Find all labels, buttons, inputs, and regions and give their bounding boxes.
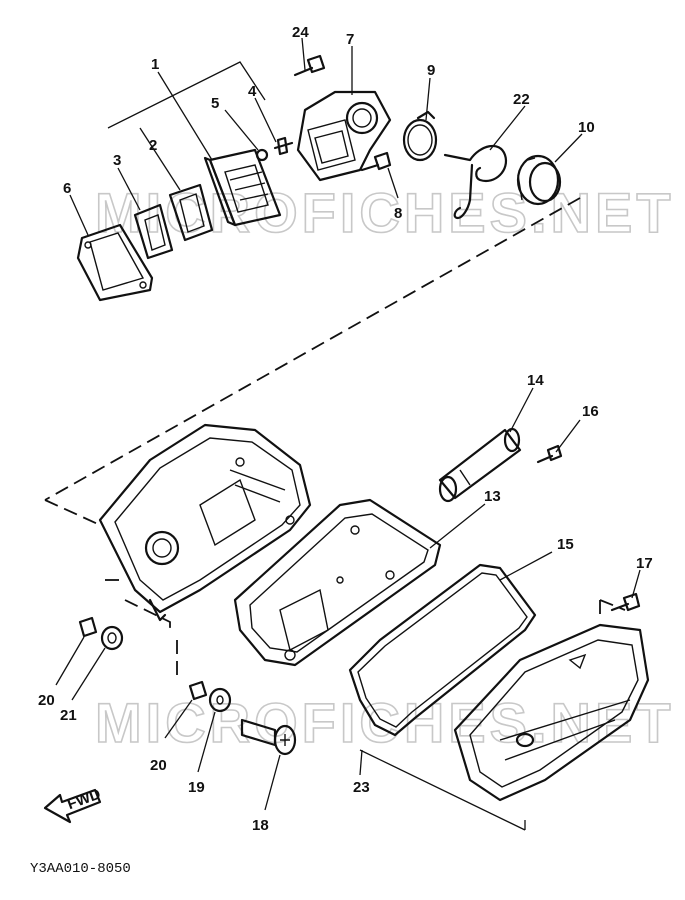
callout-20-lower: 20 [150,757,167,774]
diagram-code: Y3AA010-8050 [30,861,131,877]
part-14-intake-pipe [438,427,522,503]
part-10-joint-ring [516,154,562,206]
leader-lines [55,37,641,831]
callout-21: 21 [60,707,77,724]
part-19-washer [208,687,232,713]
part-1-reed-valve-assembly [203,148,282,227]
callout-5: 5 [211,95,219,112]
callout-24: 24 [292,24,309,41]
part-13-air-filter-element [233,498,442,667]
part-20-grommet-lower [188,680,208,701]
air-cleaner-case [98,423,312,622]
part-20-grommet-left [78,616,98,638]
callout-13: 13 [484,488,501,505]
part-6-gasket [76,223,154,302]
callout-18: 18 [252,817,269,834]
callout-8: 8 [394,205,402,222]
part-24-bolt [293,54,326,77]
callout-2: 2 [149,137,157,154]
part-15-sealing-band [348,563,537,737]
callout-3: 3 [113,152,121,169]
part-18-bolt [240,718,297,756]
watermark-bottom: MICROFICHES.NET [95,691,675,754]
part-16-screw [536,444,563,464]
callout-22: 22 [513,91,530,108]
part-7-intake-manifold [296,90,392,182]
callout-17: 17 [636,555,653,572]
callout-20-left: 20 [38,692,55,709]
part-5-washer [255,148,269,162]
part-17-screw [610,592,641,612]
air-cleaner-cover [453,623,650,802]
part-2-reed-valve-plate [168,183,214,242]
callout-4: 4 [248,83,257,100]
watermark-top: MICROFICHES.NET [95,181,675,244]
callout-10: 10 [578,119,595,136]
callout-6: 6 [63,180,71,197]
callout-14: 14 [527,372,544,389]
part-21-collar [100,625,124,651]
callout-9: 9 [427,62,435,79]
callout-19: 19 [188,779,205,796]
callout-7: 7 [346,31,354,48]
forward-direction-arrow: FWD [43,785,103,824]
callout-15: 15 [557,536,574,553]
part-4-screw [273,136,294,156]
part-9-hose-clamp [402,110,438,162]
callout-16: 16 [582,403,599,420]
callout-labels: 1 2 3 4 5 6 7 8 9 10 13 14 15 16 17 18 1… [38,24,653,834]
part-8-bolt [360,151,392,172]
part-22-spring-wire [443,144,508,220]
callout-23: 23 [353,779,370,796]
part-3-reed-stopper [133,203,174,260]
callout-1: 1 [151,56,159,73]
assembly-dashed-lines [44,197,626,680]
